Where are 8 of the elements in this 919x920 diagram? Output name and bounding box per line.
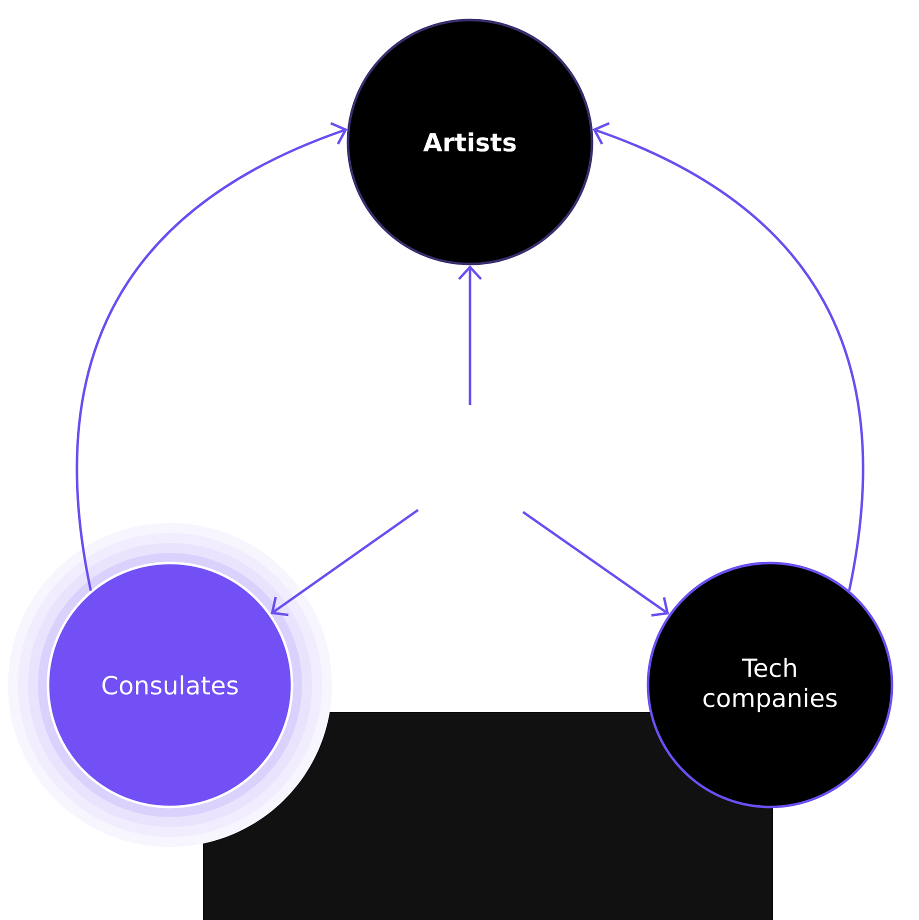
circle-node: Consulates xyxy=(8,523,332,847)
circle-node: Tech companies xyxy=(646,562,894,808)
arrow xyxy=(76,122,348,591)
circle-node: Artists xyxy=(346,18,594,266)
arrow xyxy=(270,508,419,616)
arrow xyxy=(592,122,864,591)
arrow xyxy=(458,265,482,405)
arrow xyxy=(522,510,670,617)
